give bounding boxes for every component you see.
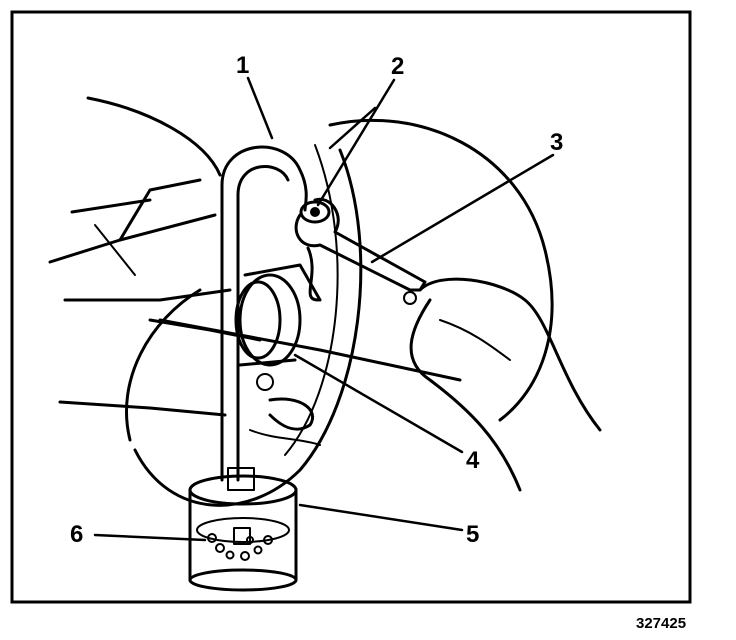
leader-4 <box>293 353 464 454</box>
callout-6: 6 <box>70 521 83 548</box>
hand <box>409 277 602 492</box>
wheel-cylinder <box>234 263 322 446</box>
leader-2b <box>328 106 377 150</box>
backing-plate <box>125 118 554 507</box>
callout-3: 3 <box>550 129 563 156</box>
figure-frame <box>10 10 692 604</box>
axle-housing <box>48 96 462 417</box>
bleeder-jar <box>188 467 298 592</box>
callout-1: 1 <box>236 52 249 79</box>
air-bubbles <box>207 527 273 561</box>
bleeder-hose <box>220 145 308 482</box>
leader-2a <box>316 78 396 207</box>
figure-number: 327425 <box>636 615 686 632</box>
callout-4: 4 <box>466 447 480 474</box>
callout-5: 5 <box>466 521 479 548</box>
leader-1 <box>246 76 274 140</box>
leader-6 <box>93 533 207 542</box>
bleeder-valve <box>299 200 331 224</box>
callout-2: 2 <box>391 53 404 80</box>
leader-3 <box>370 153 555 264</box>
leader-5 <box>298 503 464 532</box>
